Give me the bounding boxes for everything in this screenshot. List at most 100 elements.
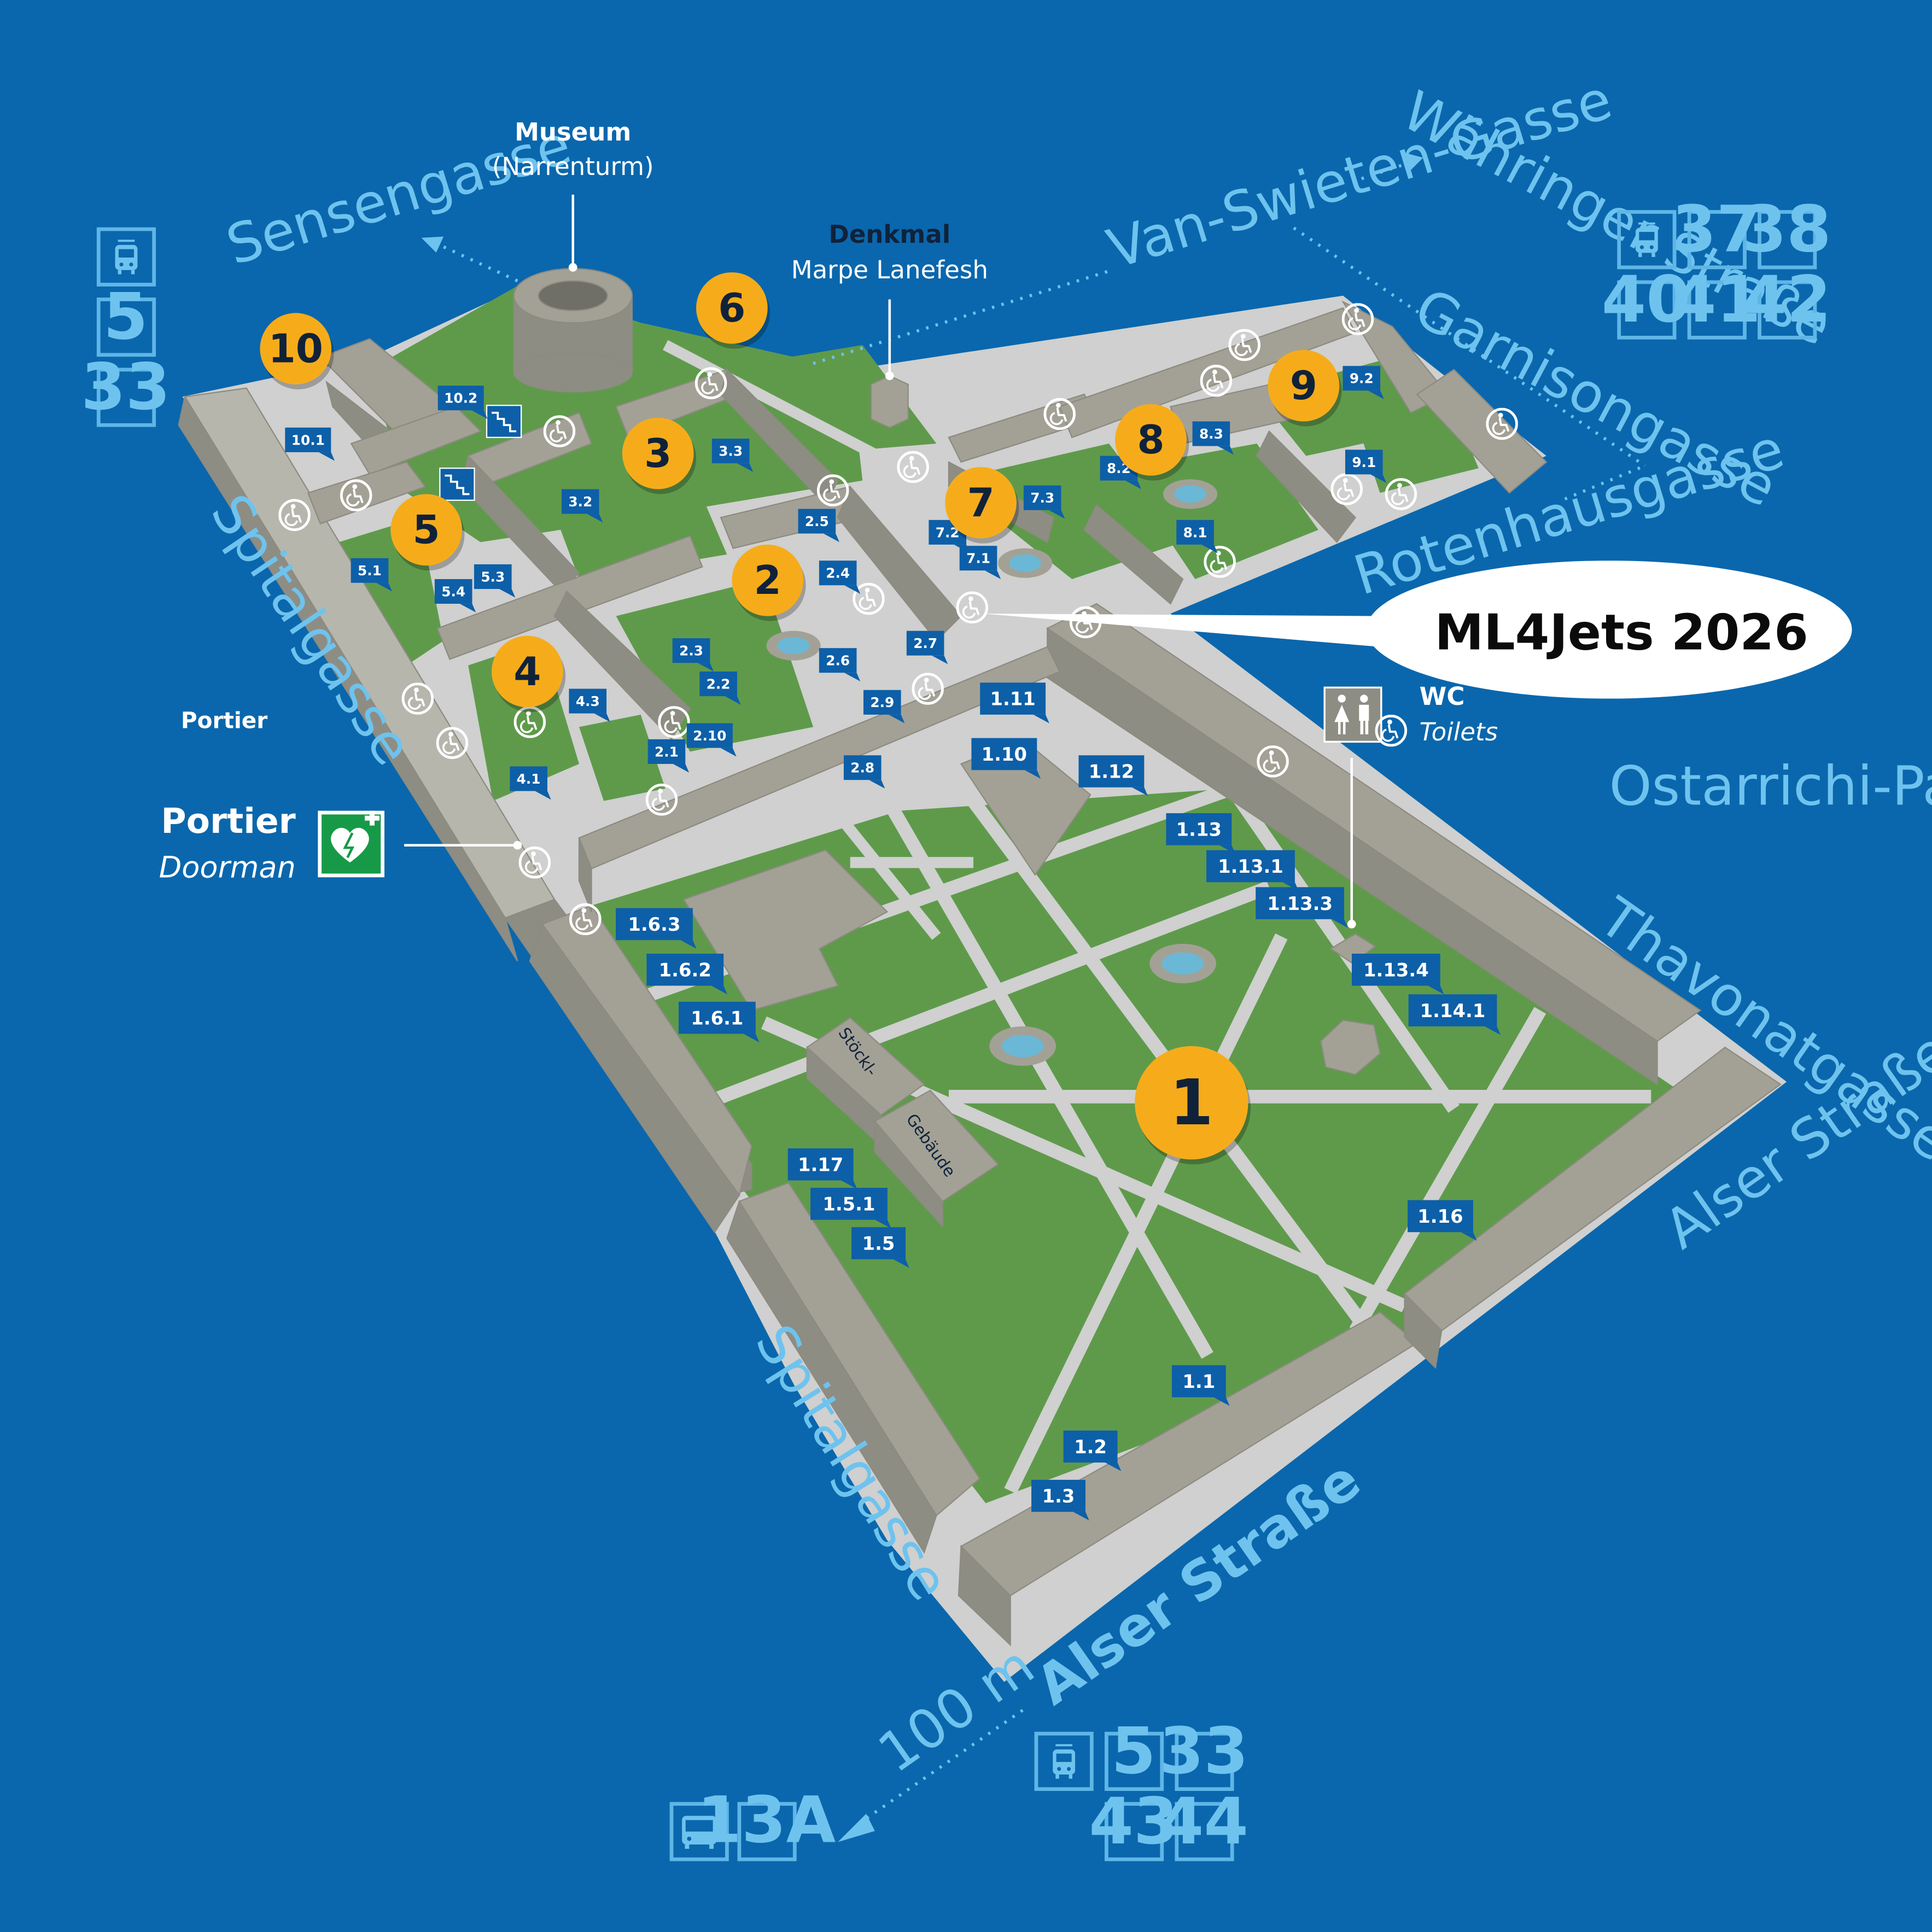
entrance-label-box <box>672 638 710 663</box>
entrance-label: 4.3 <box>569 688 610 722</box>
event-label: ML4Jets 2026 <box>1435 604 1808 661</box>
entrance-label-box <box>980 682 1046 715</box>
entrance-label-box <box>1256 887 1345 919</box>
stairs-icon <box>486 405 522 439</box>
courtyard-marker: 6 <box>696 272 771 349</box>
entrance-label: 2.8 <box>843 755 885 789</box>
entrance-label: 7.3 <box>1023 485 1065 519</box>
toilet-icon <box>1323 686 1382 743</box>
entrance-number: 1.12 <box>1089 761 1134 783</box>
entrance-label-box <box>646 953 724 986</box>
entrance-number: 1.11 <box>990 688 1035 710</box>
bus-line: 13A <box>697 1783 836 1858</box>
entrance-label: 3.2 <box>561 489 603 523</box>
entrance-label: 4.1 <box>510 766 551 800</box>
entrance-label: 7.2 <box>929 520 970 553</box>
fountains <box>766 479 1218 1066</box>
courtyard-marker-circle <box>696 272 768 344</box>
entrance-label-box <box>711 439 750 464</box>
entrance-number: 2.5 <box>805 513 829 529</box>
entrance-label-box <box>819 561 857 586</box>
courtyard-marker-circle <box>390 494 462 566</box>
courtyard-number: 8 <box>1137 417 1164 463</box>
entrance-label: 5.1 <box>351 558 393 592</box>
entrance-label-box <box>1206 850 1295 883</box>
entrance-label-box <box>798 509 836 534</box>
entrance-number: 10.1 <box>291 432 325 448</box>
landmark-labels: Museum (Narrenturm) Denkmal Marpe Lanefe… <box>159 118 1498 1181</box>
entrance-label: 8.1 <box>1176 520 1218 553</box>
entrance-label: 1.2 <box>1063 1430 1122 1472</box>
entrance-label: 10.1 <box>285 427 335 461</box>
entrance-label: 1.6.1 <box>678 1001 760 1043</box>
courtyard-marker: 4 <box>492 635 566 713</box>
entrance-number: 7.3 <box>1030 490 1054 506</box>
transit-topright-line: 38 <box>1742 192 1831 267</box>
entrance-number: 2.1 <box>655 744 679 760</box>
entrance-label-box <box>686 723 733 748</box>
transit-bottom-line: 33 <box>1159 1713 1248 1788</box>
buildings <box>178 268 1782 1647</box>
entrance-label: 1.5.1 <box>810 1188 891 1229</box>
entrance-label-box <box>1408 1200 1473 1233</box>
entrance-number: 7.1 <box>966 551 990 567</box>
portier-small-label: Portier <box>181 708 267 734</box>
transit-topright-line: 37 <box>1672 192 1761 267</box>
entrance-label: 2.6 <box>819 648 861 682</box>
entrance-label: 1.6.2 <box>646 953 727 995</box>
courtyard-number: 9 <box>1290 363 1317 409</box>
transit-bottom-line: 43 <box>1089 1784 1178 1859</box>
entrance-label-box <box>437 386 484 411</box>
courtyard-number: 5 <box>413 507 440 553</box>
entrance-label-box <box>561 489 599 514</box>
entrance-label: 1.5 <box>851 1227 909 1268</box>
entrance-label: 5.3 <box>474 564 516 598</box>
courtyard-marker-circle <box>260 313 332 384</box>
entrance-number: 1.13.1 <box>1218 856 1283 877</box>
entrance-label-box <box>1351 953 1440 986</box>
entrance-label-box <box>1192 421 1230 446</box>
courtyard-marker-circle <box>945 466 1017 539</box>
museum-title: Museum <box>515 118 631 147</box>
entrance-label: 2.5 <box>798 509 839 542</box>
entrance-label-box <box>510 766 547 791</box>
entrance-labels: 1.11.21.31.51.5.11.6.11.6.21.6.31.101.11… <box>285 366 1501 1521</box>
entrance-number: 1.13 <box>1176 819 1222 840</box>
entrance-number: 1.6.1 <box>691 1007 743 1029</box>
entrance-label: 1.6.3 <box>616 908 697 949</box>
entrance-label-box <box>1176 520 1214 545</box>
entrance-label: 1.10 <box>971 738 1041 779</box>
tram-icon <box>1053 1745 1075 1778</box>
entrance-label: 7.1 <box>959 546 1001 579</box>
courtyard-number: 7 <box>967 480 994 526</box>
portier-title: Portier <box>161 801 295 841</box>
entrance-number: 2.3 <box>679 643 703 659</box>
transit-bottom-line: 44 <box>1159 1784 1248 1859</box>
park-label: Ostarrichi-Park <box>1609 755 1932 818</box>
courtyard-markers: 1 2 3 4 5 6 7 8 9 10 <box>260 272 1342 1165</box>
courtyard-number: 1 <box>1170 1066 1213 1140</box>
courtyard-number: 4 <box>513 649 541 695</box>
portier-subtitle: Doorman <box>159 850 296 884</box>
entrance-number: 3.2 <box>568 494 592 510</box>
memorial-subtitle: Marpe Lanefesh <box>791 255 988 284</box>
entrance-number: 1.6.2 <box>659 959 711 980</box>
courtyard-marker: 7 <box>945 466 1019 544</box>
dotted-lines <box>436 159 1646 1823</box>
courtyard-marker: 2 <box>732 544 806 621</box>
entrance-label-box <box>678 1001 756 1034</box>
entrance-number: 5.3 <box>481 569 505 585</box>
courtyard-marker: 10 <box>260 313 334 390</box>
entrance-label-box <box>1343 366 1381 391</box>
entrance-label: 1.12 <box>1078 755 1148 796</box>
aed-icon <box>318 810 384 878</box>
courtyard-number: 3 <box>644 431 672 477</box>
entrance-number: 1.2 <box>1074 1436 1107 1457</box>
tram-icon <box>115 241 138 274</box>
entrance-number: 1.5.1 <box>822 1194 875 1215</box>
tram-icon <box>1636 224 1658 257</box>
entrance-number: 10.2 <box>444 390 477 406</box>
entrance-label: 3.3 <box>711 439 754 472</box>
entrance-label-box <box>285 427 331 452</box>
